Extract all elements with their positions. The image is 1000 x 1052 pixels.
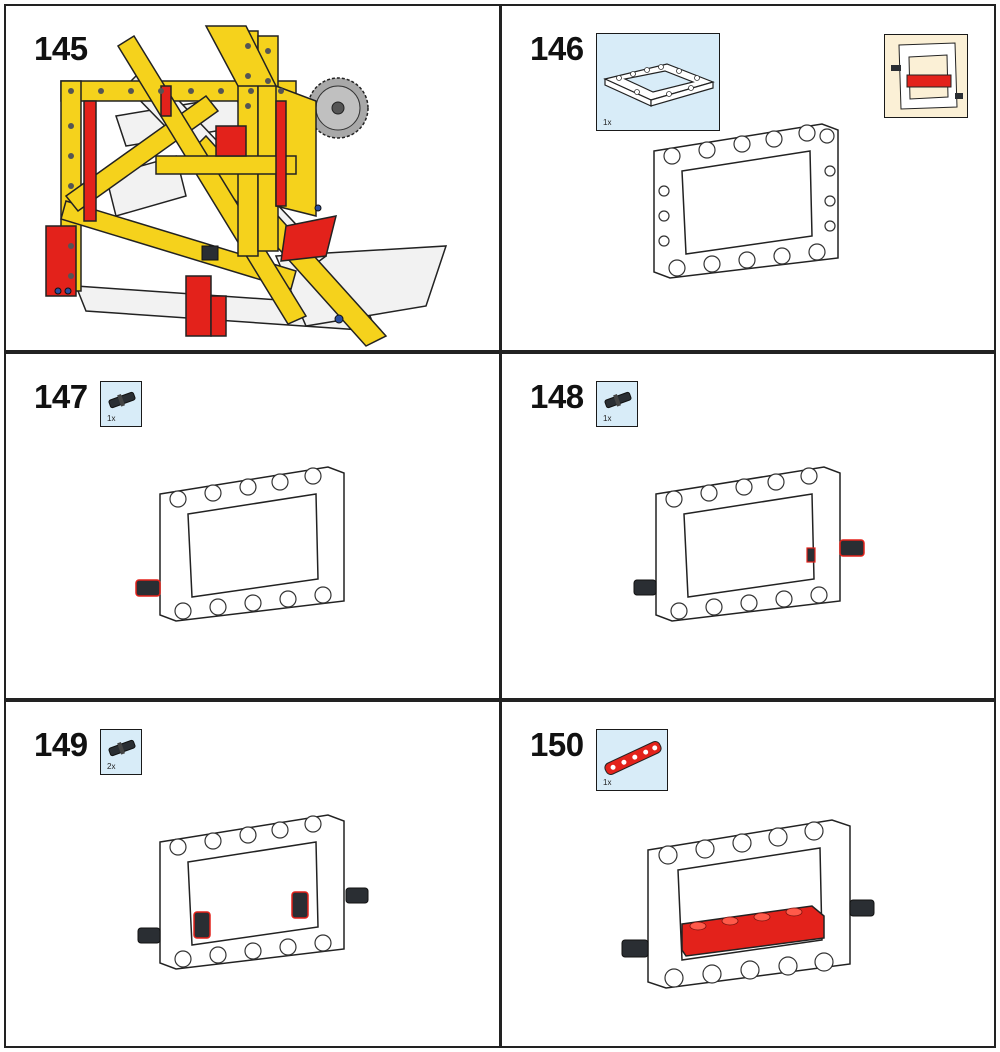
parts-quantity: 1x bbox=[603, 414, 612, 423]
black-pin bbox=[633, 579, 657, 596]
black-pin bbox=[137, 927, 161, 944]
parts-quantity: 1x bbox=[603, 778, 612, 787]
parts-list-box: 1x bbox=[596, 729, 668, 791]
black-pins bbox=[54, 204, 344, 324]
new-black-pin bbox=[193, 911, 211, 939]
step-number: 145 bbox=[34, 30, 88, 67]
pin-hole-marker bbox=[806, 547, 816, 563]
step-panel-146: 146 1x bbox=[500, 4, 996, 352]
frame-illustration bbox=[135, 466, 345, 622]
step-grid: 145 bbox=[4, 4, 996, 1048]
gear-icon bbox=[307, 77, 369, 139]
step-panel-150: 150 1x bbox=[500, 700, 996, 1048]
frame-part-icon bbox=[603, 63, 715, 107]
step-number: 148 bbox=[530, 378, 584, 415]
pin-part-icon bbox=[604, 391, 632, 409]
subassembly-callout bbox=[884, 34, 968, 118]
step-number: 147 bbox=[34, 378, 88, 415]
pin-holes bbox=[68, 43, 284, 279]
new-black-pin bbox=[839, 539, 865, 557]
step-panel-147: 147 1x bbox=[4, 352, 501, 700]
subassembly-preview-icon bbox=[891, 42, 963, 110]
black-pin bbox=[621, 939, 649, 958]
red-connectors bbox=[45, 85, 338, 337]
pin-part-icon bbox=[108, 739, 136, 757]
new-black-pin bbox=[291, 891, 309, 919]
step-number: 146 bbox=[530, 30, 584, 67]
parts-quantity: 1x bbox=[603, 118, 612, 127]
parts-list-box: 1x bbox=[596, 33, 720, 131]
frame-illustration bbox=[137, 814, 369, 970]
step-panel-149: 149 2x bbox=[4, 700, 501, 1048]
step-number: 150 bbox=[530, 726, 584, 763]
parts-quantity: 1x bbox=[107, 414, 116, 423]
black-pin bbox=[849, 899, 875, 917]
black-pin bbox=[135, 579, 161, 597]
step-number: 149 bbox=[34, 726, 88, 763]
step-panel-145: 145 bbox=[4, 4, 501, 352]
frame-illustration bbox=[633, 466, 865, 622]
pin-part-icon bbox=[108, 391, 136, 409]
parts-list-box: 1x bbox=[100, 381, 142, 427]
parts-list-box: 2x bbox=[100, 729, 142, 775]
black-pin bbox=[345, 887, 369, 904]
frame-illustration bbox=[621, 819, 875, 989]
step-panel-148: 148 1x bbox=[500, 352, 996, 700]
red-beam bbox=[681, 905, 825, 957]
beam-part-icon bbox=[604, 741, 662, 775]
assembly-illustration bbox=[45, 25, 448, 347]
frame-illustration bbox=[653, 123, 839, 279]
parts-quantity: 2x bbox=[107, 762, 116, 771]
parts-list-box: 1x bbox=[596, 381, 638, 427]
